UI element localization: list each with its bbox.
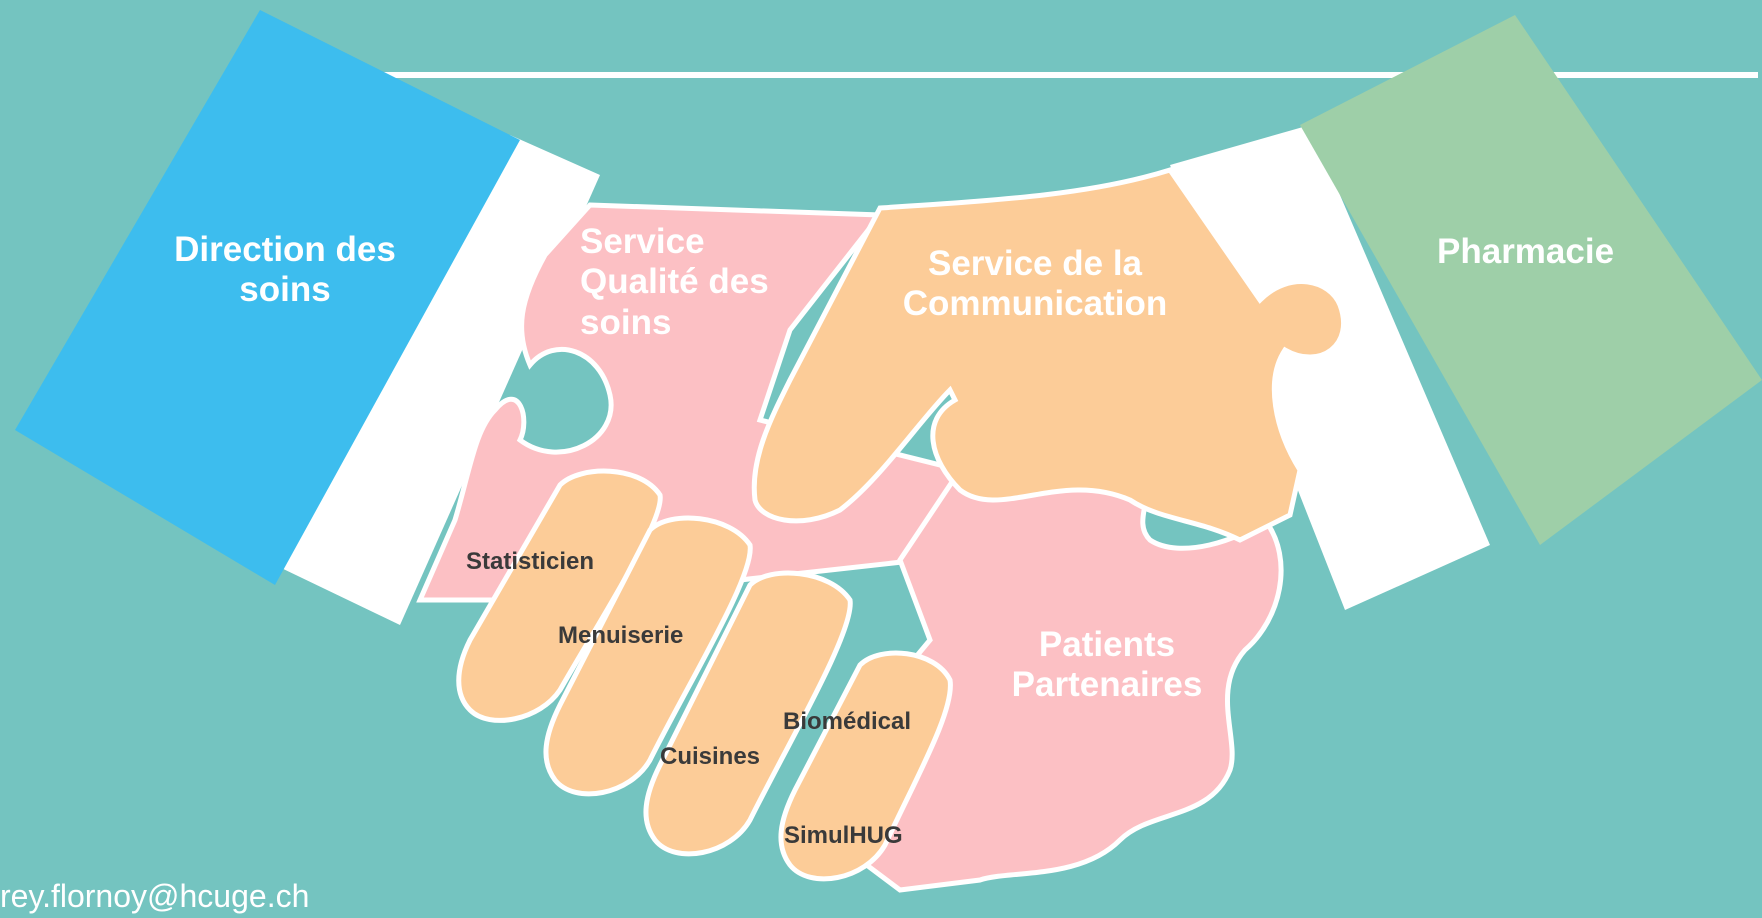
puzzle-piece-patients: [847, 391, 1284, 893]
left-cuff: [275, 135, 600, 625]
label-cuisines: Cuisines: [660, 743, 761, 770]
label-service-qualite: Service Qualité des soins: [580, 222, 769, 342]
label-simulhug: SimulHUG: [784, 822, 903, 849]
finger-cuisines: [643, 570, 853, 857]
finger-menuiserie: [543, 515, 753, 797]
label-menuiserie: Menuiserie: [558, 622, 684, 649]
finger-simulhug: [778, 650, 953, 882]
right-sleeve-green: [1300, 15, 1762, 545]
label-pharmacie: Pharmacie: [1437, 232, 1615, 271]
label-direction-des-soins: Direction des soins: [174, 230, 396, 310]
label-biomedical: Biomédical: [783, 708, 912, 735]
finger-statisticien: [456, 468, 663, 723]
left-sleeve-blue: [15, 10, 520, 585]
label-service-communication: Service de la Communication: [902, 244, 1168, 324]
label-patients-partenaires: Patients Partenaires: [1011, 625, 1203, 705]
puzzle-piece-communication: [751, 167, 1347, 543]
footer-email[interactable]: rey.flornoy@hcuge.ch: [0, 878, 310, 914]
label-statisticien: Statisticien: [466, 548, 595, 575]
right-cuff: [1170, 125, 1490, 610]
